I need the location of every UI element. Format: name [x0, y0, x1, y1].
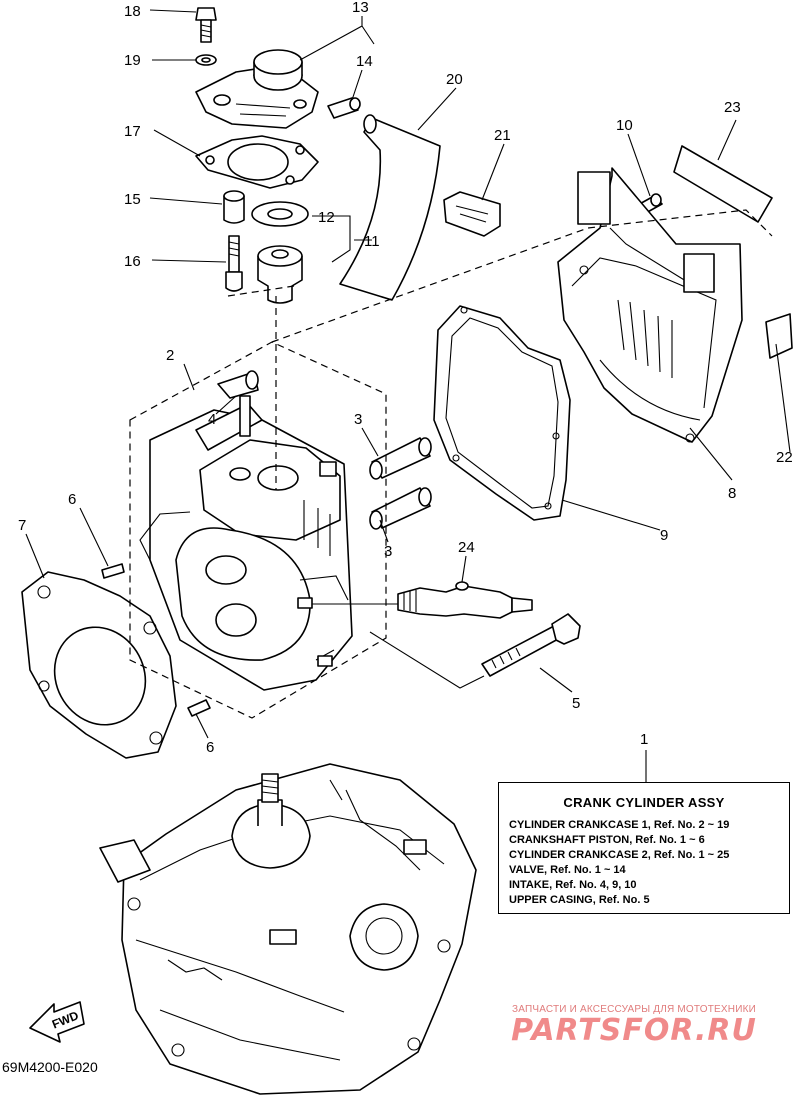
part-21-clip [443, 191, 501, 237]
part-14-fitting [327, 97, 361, 119]
part-13-thermostat-cover [195, 49, 319, 129]
part-12-seal [251, 201, 309, 227]
reference-line: INTAKE, Ref. No. 4, 9, 10 [509, 879, 637, 891]
callout-14: 14 [356, 53, 373, 70]
part-22-label [765, 313, 793, 359]
callout-17: 17 [124, 123, 141, 140]
callout-2: 2 [166, 347, 174, 364]
callout-18: 18 [124, 3, 141, 20]
reference-line: CYLINDER CRANKCASE 2, Ref. No. 1 ~ 25 [509, 849, 730, 861]
part-17-gasket [195, 135, 319, 189]
callout-19: 19 [124, 52, 141, 69]
part-4-fitting [217, 370, 259, 437]
reference-box-title: CRANK CYLINDER ASSY [563, 795, 725, 810]
part-15-collar [223, 190, 245, 224]
part-18-bolt [195, 7, 217, 43]
diagram-code: 69M4200-E020 [2, 1059, 98, 1075]
callout-11: 11 [364, 233, 380, 250]
part-6-dowel-lower [187, 699, 211, 717]
callout-6-lower: 6 [206, 739, 214, 756]
callout-24: 24 [458, 539, 475, 556]
callout-9: 9 [660, 527, 668, 544]
callout-4: 4 [208, 411, 216, 428]
watermark: ЗАПЧАСТИ И АКСЕССУАРЫ ДЛЯ МОТОТЕХНИКИ PA… [484, 1004, 784, 1048]
callout-20: 20 [446, 71, 463, 88]
callout-7: 7 [18, 517, 26, 534]
part-6-dowel-upper [101, 563, 125, 579]
part-16-bolt [225, 235, 243, 292]
reference-line: VALVE, Ref. No. 1 ~ 14 [509, 864, 626, 876]
part-19-washer [195, 54, 217, 66]
reference-line: UPPER CASING, Ref. No. 5 [509, 894, 650, 906]
callout-1: 1 [640, 731, 648, 748]
part-7-head-gasket [21, 571, 177, 759]
callout-15: 15 [124, 191, 141, 208]
callout-3-upper: 3 [354, 411, 362, 428]
part-2-cylinder-head [139, 403, 353, 691]
part-3-pin-upper [369, 437, 432, 480]
callout-16: 16 [124, 253, 141, 270]
watermark-tagline: ЗАПЧАСТИ И АКСЕССУАРЫ ДЛЯ МОТОТЕХНИКИ [511, 1004, 757, 1015]
part-8-upper-casing [557, 167, 743, 443]
reference-line: CRANKSHAFT PISTON, Ref. No. 1 ~ 6 [509, 834, 705, 846]
callout-22: 22 [776, 449, 793, 466]
callout-10: 10 [616, 117, 633, 134]
callout-21: 21 [494, 127, 511, 144]
part-11-thermostat [257, 245, 303, 304]
watermark-logo: PARTSFOR.RU [511, 1013, 757, 1048]
callout-6-upper: 6 [68, 491, 76, 508]
part-24-spark-plug [397, 581, 533, 619]
callout-labels: 18 19 13 14 20 17 15 12 11 16 21 10 23 2… [18, 0, 793, 756]
reference-box: CRANK CYLINDER ASSY CYLINDER CRANKCASE 1… [498, 782, 790, 914]
part-23-label [673, 145, 773, 223]
callout-3-lower: 3 [384, 543, 392, 560]
callout-23: 23 [724, 99, 741, 116]
reference-line: CYLINDER CRANKCASE 1, Ref. No. 2 ~ 19 [509, 819, 730, 831]
leader-lines [25, 9, 791, 782]
part-9-gasket [433, 305, 571, 521]
callout-13: 13 [352, 0, 369, 16]
callout-8: 8 [728, 485, 736, 502]
part-5-bolt [481, 613, 581, 677]
callout-12: 12 [318, 209, 335, 226]
part-3-pin-lower [369, 487, 432, 530]
fwd-arrow: FWD [29, 1001, 85, 1043]
part-20-hose [339, 114, 441, 301]
callout-5: 5 [572, 695, 580, 712]
thermostat-group-outline [227, 285, 295, 490]
crankcase-assembly [99, 763, 477, 1095]
